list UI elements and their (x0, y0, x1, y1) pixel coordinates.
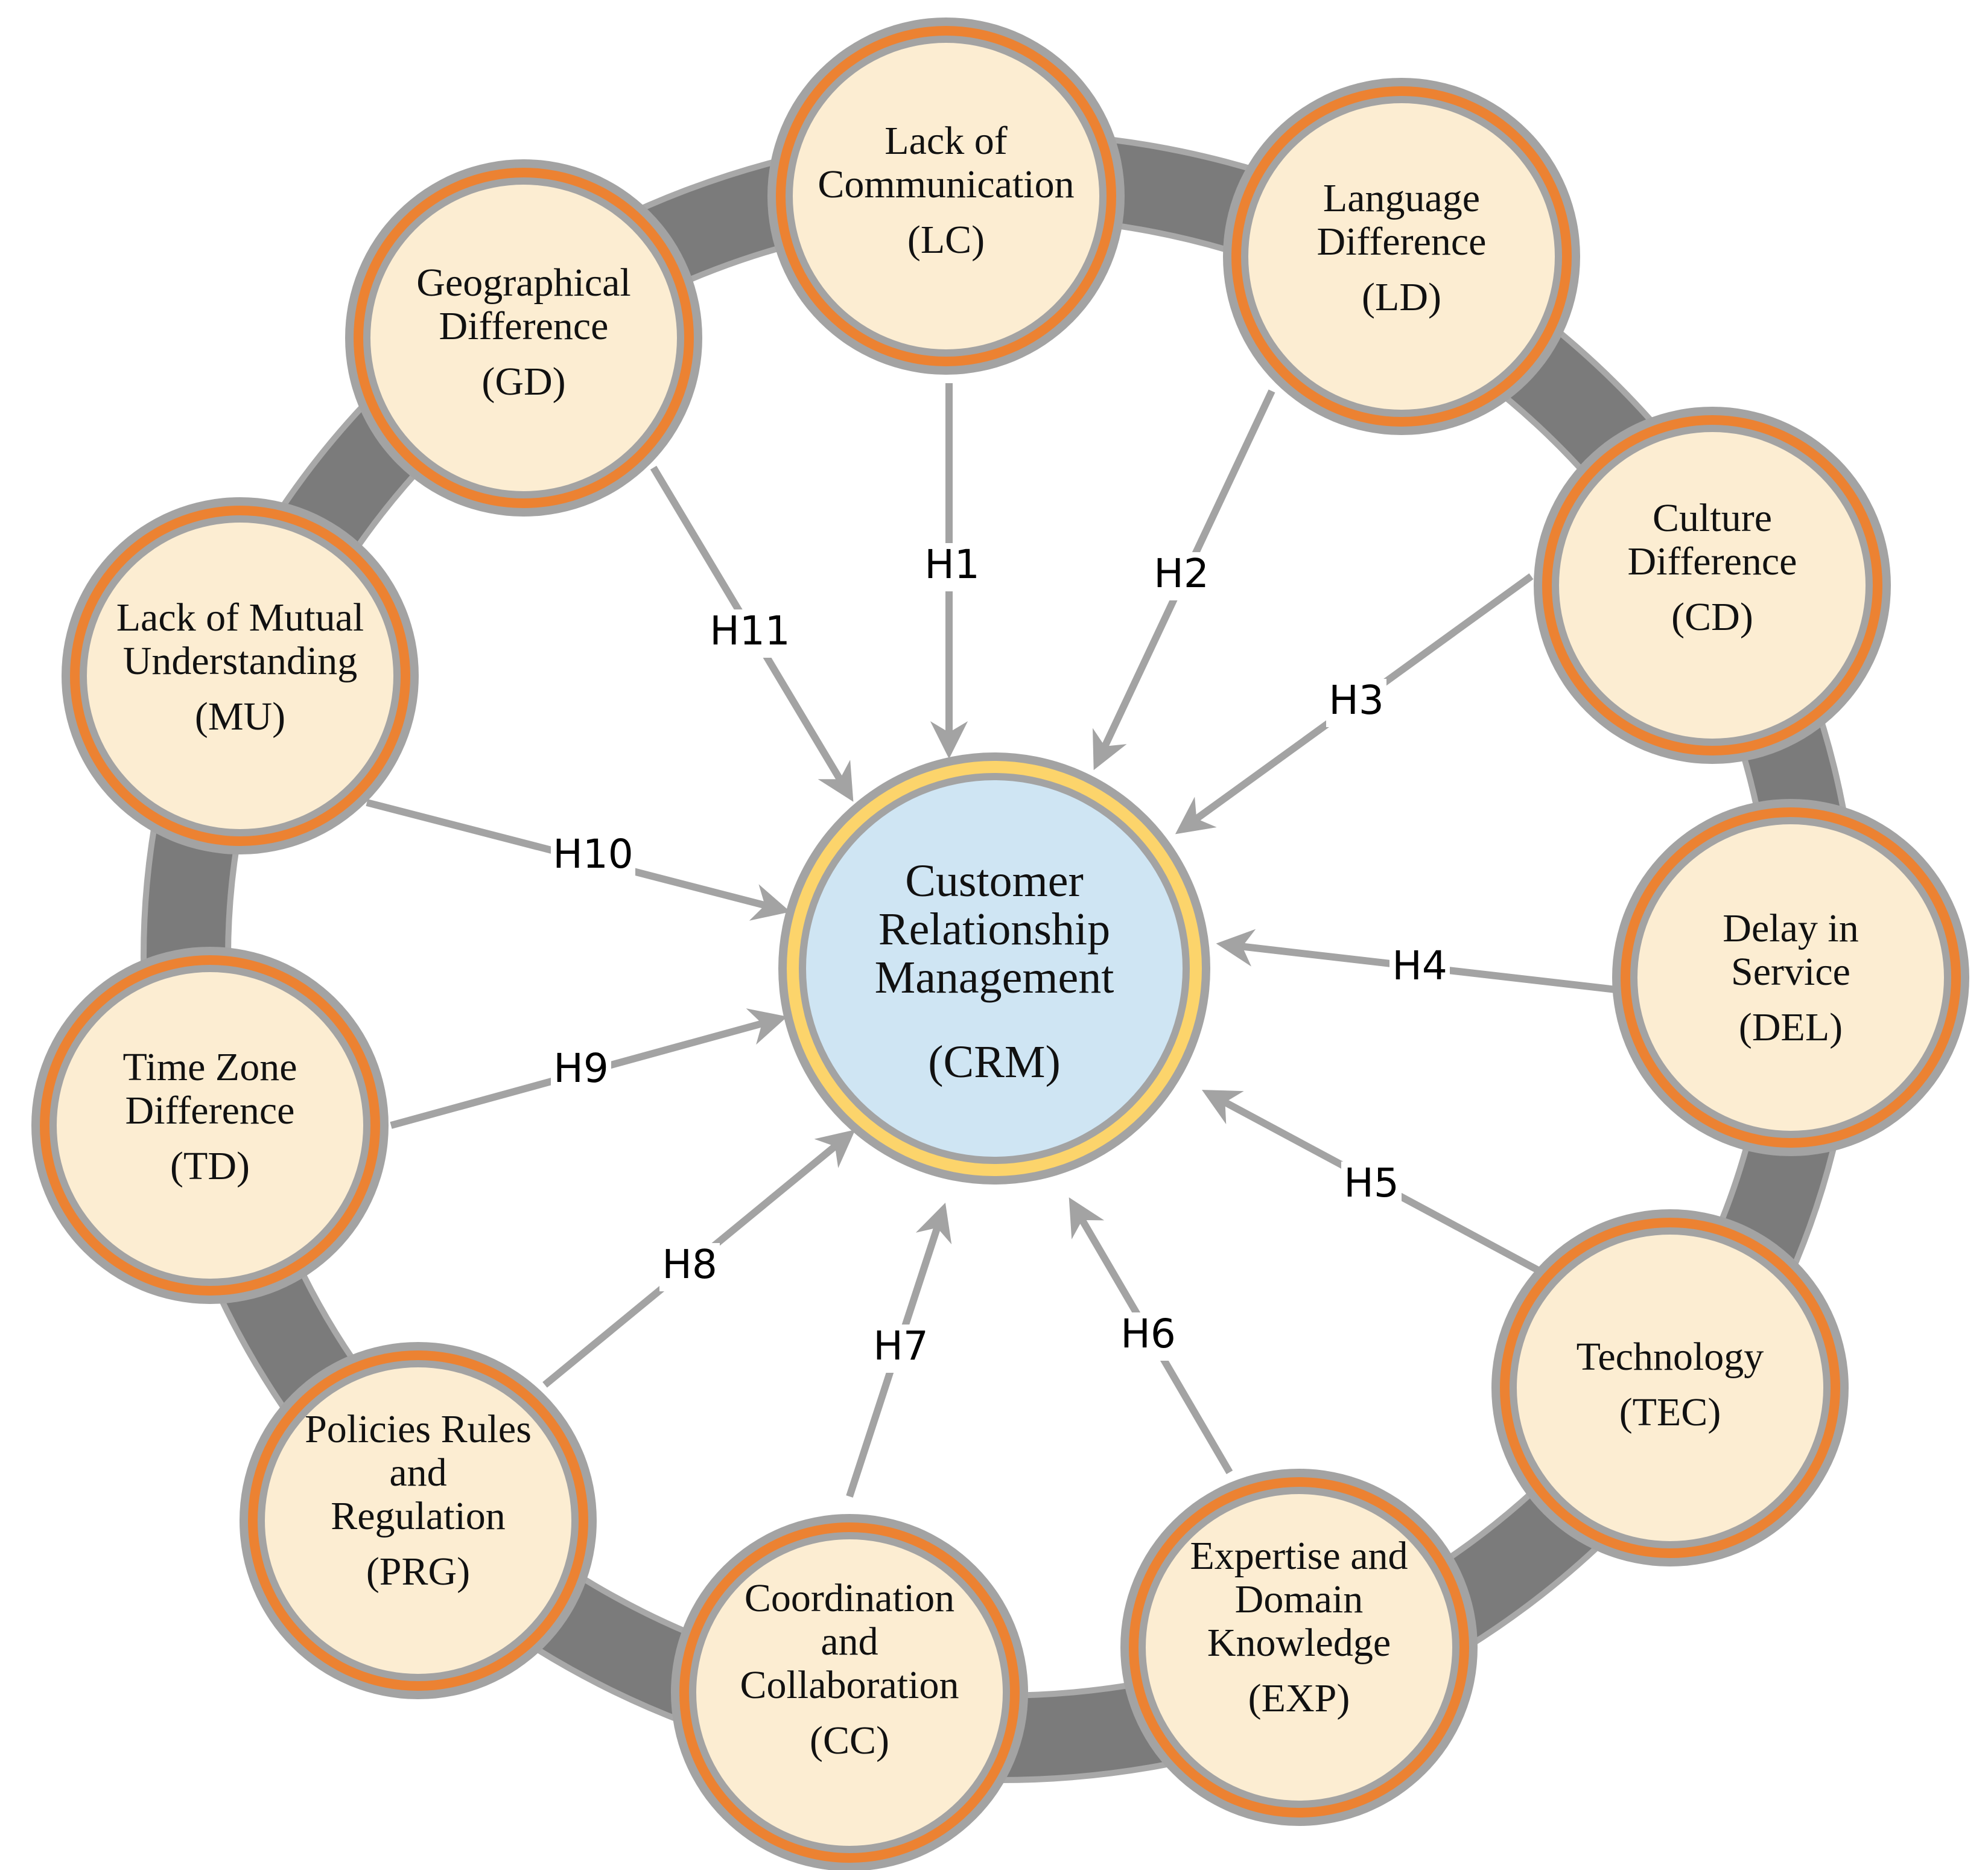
factor-abbreviation: (DEL) (1739, 1005, 1843, 1049)
node-fill (57, 972, 363, 1279)
factor-label-line: Culture (1653, 496, 1772, 540)
factor-abbreviation: (CD) (1671, 595, 1753, 639)
hypothesis-label: H5 (1344, 1160, 1399, 1206)
hypothesis-h8: H8 (542, 1130, 856, 1388)
hypothesis-label: H2 (1154, 550, 1209, 597)
factor-label-line: Difference (1317, 220, 1487, 264)
factor-label-line: Expertise and (1190, 1534, 1408, 1578)
center-title-line: Management (875, 952, 1114, 1003)
hypothesis-h5: H5 (1202, 1090, 1551, 1280)
factor-label-line: Domain (1235, 1577, 1364, 1621)
factor-abbreviation: (TEC) (1619, 1390, 1721, 1434)
factor-label-line: and (389, 1451, 446, 1495)
hypothesis-h4: H4 (1216, 929, 1616, 993)
hypothesis-label: H11 (710, 608, 790, 654)
factor-label-line: Coordination (745, 1576, 954, 1620)
center-title-line: Customer (905, 856, 1084, 906)
factor-label-line: Difference (439, 304, 609, 348)
hypothesis-label-backing (708, 609, 792, 658)
hypothesis-label-backing (1326, 679, 1386, 727)
factor-abbreviation: (CC) (810, 1719, 889, 1763)
center-abbreviation: (CRM) (928, 1037, 1061, 1087)
hypothesis-h6: H6 (1069, 1197, 1233, 1475)
hypothesis-label: H6 (1120, 1311, 1176, 1357)
factor-label-line: Regulation (331, 1494, 506, 1538)
center-title-line: Relationship (878, 904, 1110, 955)
hypothesis-h2: H2 (1092, 389, 1275, 771)
factor-abbreviation: (PRG) (366, 1550, 470, 1594)
factor-label-line: Lack of Mutual (116, 596, 364, 640)
node-fill (370, 185, 677, 491)
factor-abbreviation: (TD) (170, 1144, 250, 1188)
factor-label-line: Difference (1628, 539, 1797, 584)
factor-label-line: and (821, 1620, 878, 1664)
factor-label-line: Time Zone (122, 1045, 297, 1089)
node-fill (265, 1367, 571, 1674)
node-fill (1146, 1494, 1452, 1801)
node-fill (87, 523, 393, 829)
node-fill (1637, 824, 1944, 1131)
hypothesis-label: H3 (1329, 677, 1384, 724)
hypothesis-label: H10 (553, 831, 634, 877)
hypothesis-h10: H10 (366, 799, 791, 921)
hypothesis-label: H1 (924, 541, 980, 588)
node-fill (696, 1539, 1003, 1846)
node-fill (1559, 432, 1866, 739)
hypothesis-label-backing (1341, 1162, 1402, 1210)
hypothesis-h11: H11 (650, 465, 854, 802)
factor-label-line: Language (1323, 176, 1480, 220)
factor-abbreviation: (GD) (481, 360, 565, 404)
hypothesis-label-backing (1389, 944, 1450, 993)
factor-label-line: Policies Rules (305, 1407, 532, 1451)
factor-nodes: Lack ofCommunication(LC)LanguageDifferen… (31, 17, 1969, 1870)
hypothesis-label-backing (1118, 1312, 1178, 1361)
factor-label-line: Technology (1577, 1335, 1764, 1379)
hypothesis-h3: H3 (1175, 573, 1534, 835)
factor-label-line: Communication (818, 162, 1074, 206)
factor-label-line: Lack of (884, 119, 1007, 163)
factor-abbreviation: (MU) (195, 695, 285, 739)
node-fill (1517, 1235, 1823, 1541)
hypothesis-label-backing (922, 543, 982, 591)
hypothesis-label-backing (551, 833, 635, 881)
factor-abbreviation: (LD) (1362, 275, 1441, 319)
hypothesis-h1: H1 (922, 383, 982, 759)
hypothesis-h9: H9 (390, 1008, 788, 1129)
factor-label-line: Knowledge (1207, 1621, 1391, 1665)
hypothesis-label: H7 (873, 1323, 929, 1369)
factor-node-tec: Technology (TEC) (1491, 1209, 1849, 1566)
hypothesis-label-backing (871, 1325, 931, 1373)
hypothesis-label-backing (1151, 552, 1212, 600)
factor-abbreviation: (LC) (907, 218, 985, 262)
factor-abbreviation: (EXP) (1248, 1676, 1350, 1720)
node-fill (1248, 103, 1555, 410)
factor-label-line: Understanding (123, 639, 358, 683)
node-fill (793, 43, 1099, 349)
factor-label-line: Service (1731, 950, 1850, 994)
hypothesis-label: H8 (662, 1241, 717, 1288)
factor-label-line: Difference (125, 1089, 295, 1133)
hypothesis-h7: H7 (846, 1203, 952, 1498)
factor-label-line: Delay in (1723, 906, 1858, 950)
hypothesis-label-backing (551, 1047, 611, 1095)
center-fill (806, 780, 1183, 1157)
hypothesis-label: H4 (1392, 943, 1447, 989)
factor-label-line: Collaboration (740, 1663, 959, 1707)
hypothesis-label-backing (659, 1243, 720, 1291)
factor-label-line: Geographical (416, 261, 631, 305)
hypothesis-label: H9 (553, 1045, 609, 1092)
